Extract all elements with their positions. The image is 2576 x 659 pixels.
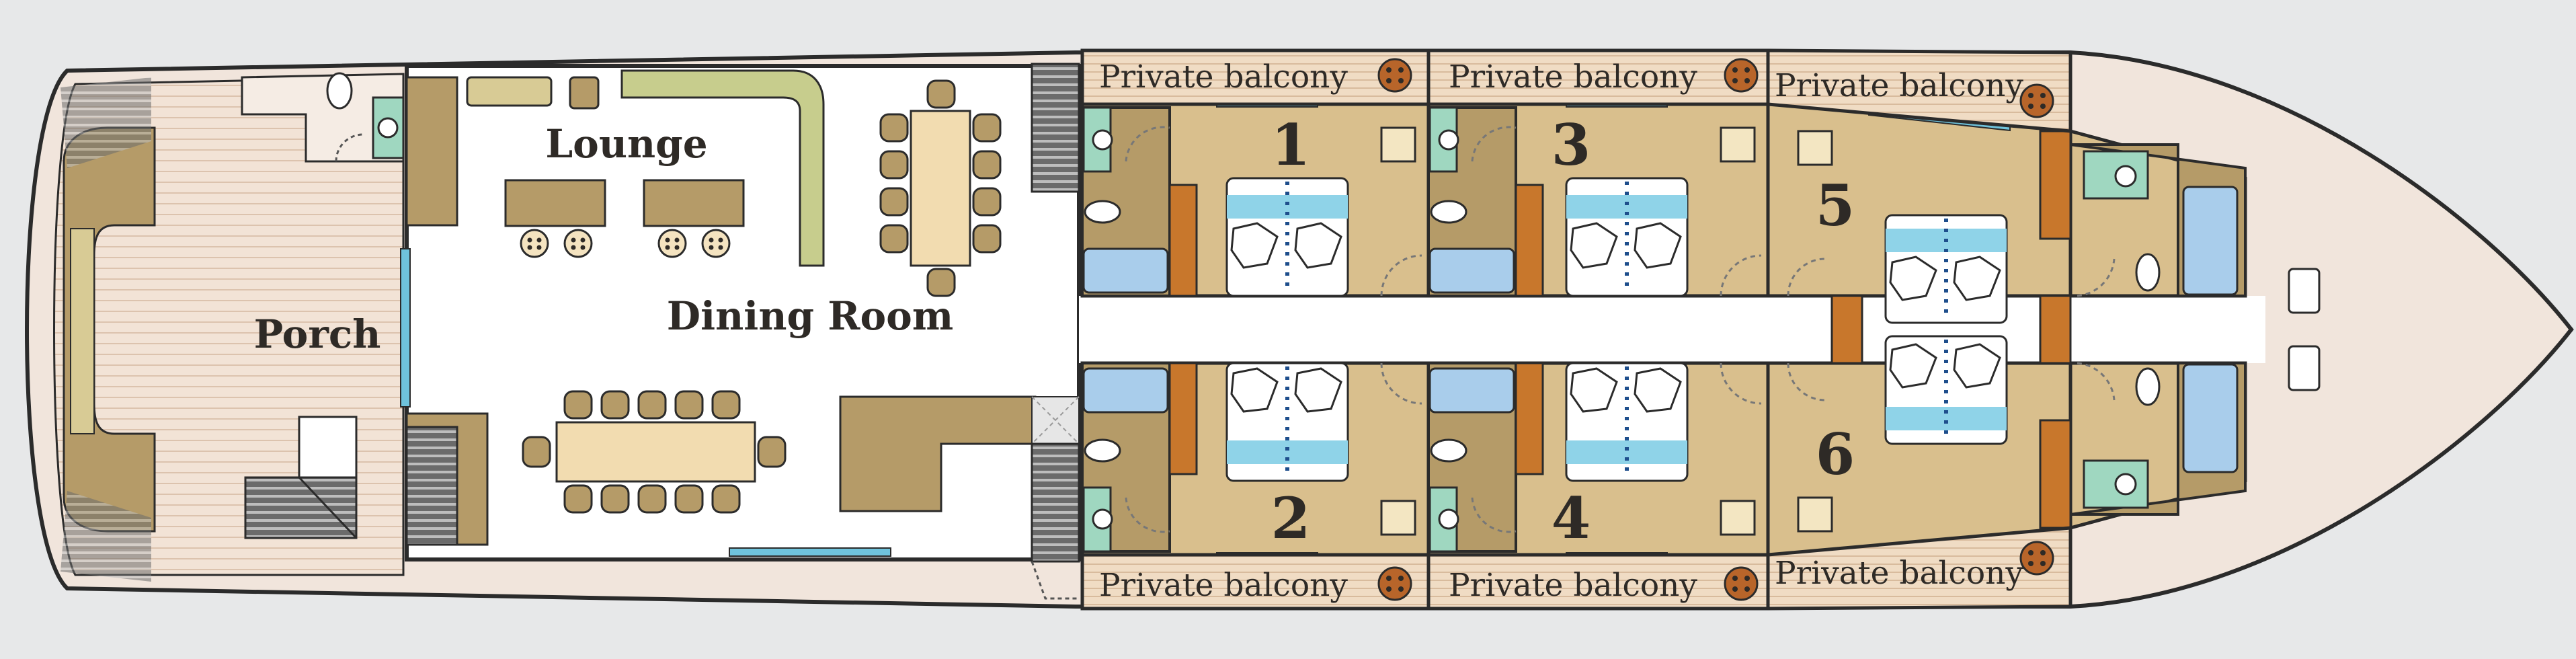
shower-icon bbox=[2182, 363, 2239, 473]
sink-icon bbox=[1092, 129, 1113, 151]
sink-icon bbox=[2114, 473, 2137, 496]
stool-icon bbox=[701, 229, 731, 258]
balcony-label: Private balcony bbox=[1099, 567, 1348, 604]
cabin-5-bath bbox=[2083, 150, 2239, 296]
shower-icon bbox=[1428, 247, 1515, 294]
shower-icon bbox=[1082, 367, 1169, 414]
toilet-icon bbox=[1084, 200, 1121, 224]
porch-area bbox=[53, 72, 405, 582]
cabin-1-bath bbox=[1082, 106, 1169, 294]
toilet-icon bbox=[1430, 438, 1467, 463]
balcony-label: Private balcony bbox=[1775, 67, 2023, 104]
sink-icon bbox=[377, 117, 399, 139]
cabin-number-label: 4 bbox=[1552, 485, 1591, 551]
balcony-label: Private balcony bbox=[1449, 567, 1697, 604]
cabin-number-label: 2 bbox=[1271, 485, 1310, 551]
sink-icon bbox=[1438, 508, 1459, 530]
shower-icon bbox=[1082, 247, 1169, 294]
stool-icon bbox=[563, 229, 593, 258]
lounge-corner-sofa bbox=[620, 69, 825, 267]
shower-icon bbox=[2182, 186, 2239, 296]
cabin-6-bath bbox=[2083, 363, 2239, 509]
dining-room-label: Dining Room bbox=[667, 293, 953, 339]
toilet-icon bbox=[326, 72, 353, 110]
sink-icon bbox=[1092, 508, 1113, 530]
balcony-table-icon bbox=[1377, 58, 2054, 601]
toilet-icon bbox=[2135, 253, 2161, 292]
stool-icon bbox=[520, 229, 549, 258]
cabin-number-label: 1 bbox=[1271, 112, 1310, 178]
lounge-label: Lounge bbox=[545, 121, 707, 167]
lounge-sofa bbox=[466, 76, 553, 107]
balcony-label: Private balcony bbox=[1775, 555, 2023, 592]
balcony-cabin-4 bbox=[1426, 553, 1770, 611]
porthole bbox=[2288, 345, 2321, 391]
cabin-number-label: 6 bbox=[1816, 421, 1855, 488]
window bbox=[729, 547, 891, 557]
sink-icon bbox=[2114, 165, 2137, 188]
porch-stairs bbox=[244, 476, 358, 539]
salon-area bbox=[400, 63, 1081, 600]
shower-icon bbox=[1428, 367, 1515, 414]
corridor bbox=[1079, 296, 2265, 363]
sink-icon bbox=[1438, 129, 1459, 151]
cabin-number-label: 3 bbox=[1552, 112, 1591, 178]
lounge-table bbox=[643, 179, 745, 227]
cabin-2-bath bbox=[1082, 367, 1169, 553]
toilet-icon bbox=[1084, 438, 1121, 463]
toilet-icon bbox=[1430, 200, 1467, 224]
porch-door bbox=[400, 248, 411, 408]
cabin-4-bath bbox=[1428, 367, 1515, 553]
porch-label: Porch bbox=[254, 311, 381, 357]
cabin-number-label: 5 bbox=[1816, 172, 1855, 239]
balcony-label: Private balcony bbox=[1449, 59, 1697, 95]
balcony-label: Private balcony bbox=[1099, 59, 1348, 95]
balcony-cabin-3 bbox=[1426, 48, 1770, 106]
wardrobes bbox=[1168, 130, 2072, 529]
toilet-icon bbox=[2135, 367, 2161, 406]
balcony-cabin-6 bbox=[1766, 526, 2072, 611]
balcony-cabin-5 bbox=[1766, 48, 2072, 133]
lounge-table bbox=[504, 179, 606, 227]
salon-stairs bbox=[405, 426, 458, 546]
cabin-3-bath bbox=[1428, 106, 1515, 294]
dining-table-horizontal bbox=[555, 421, 756, 483]
porthole bbox=[2288, 268, 2321, 314]
stool-icon bbox=[657, 229, 687, 258]
dining-table-vertical bbox=[910, 110, 971, 267]
